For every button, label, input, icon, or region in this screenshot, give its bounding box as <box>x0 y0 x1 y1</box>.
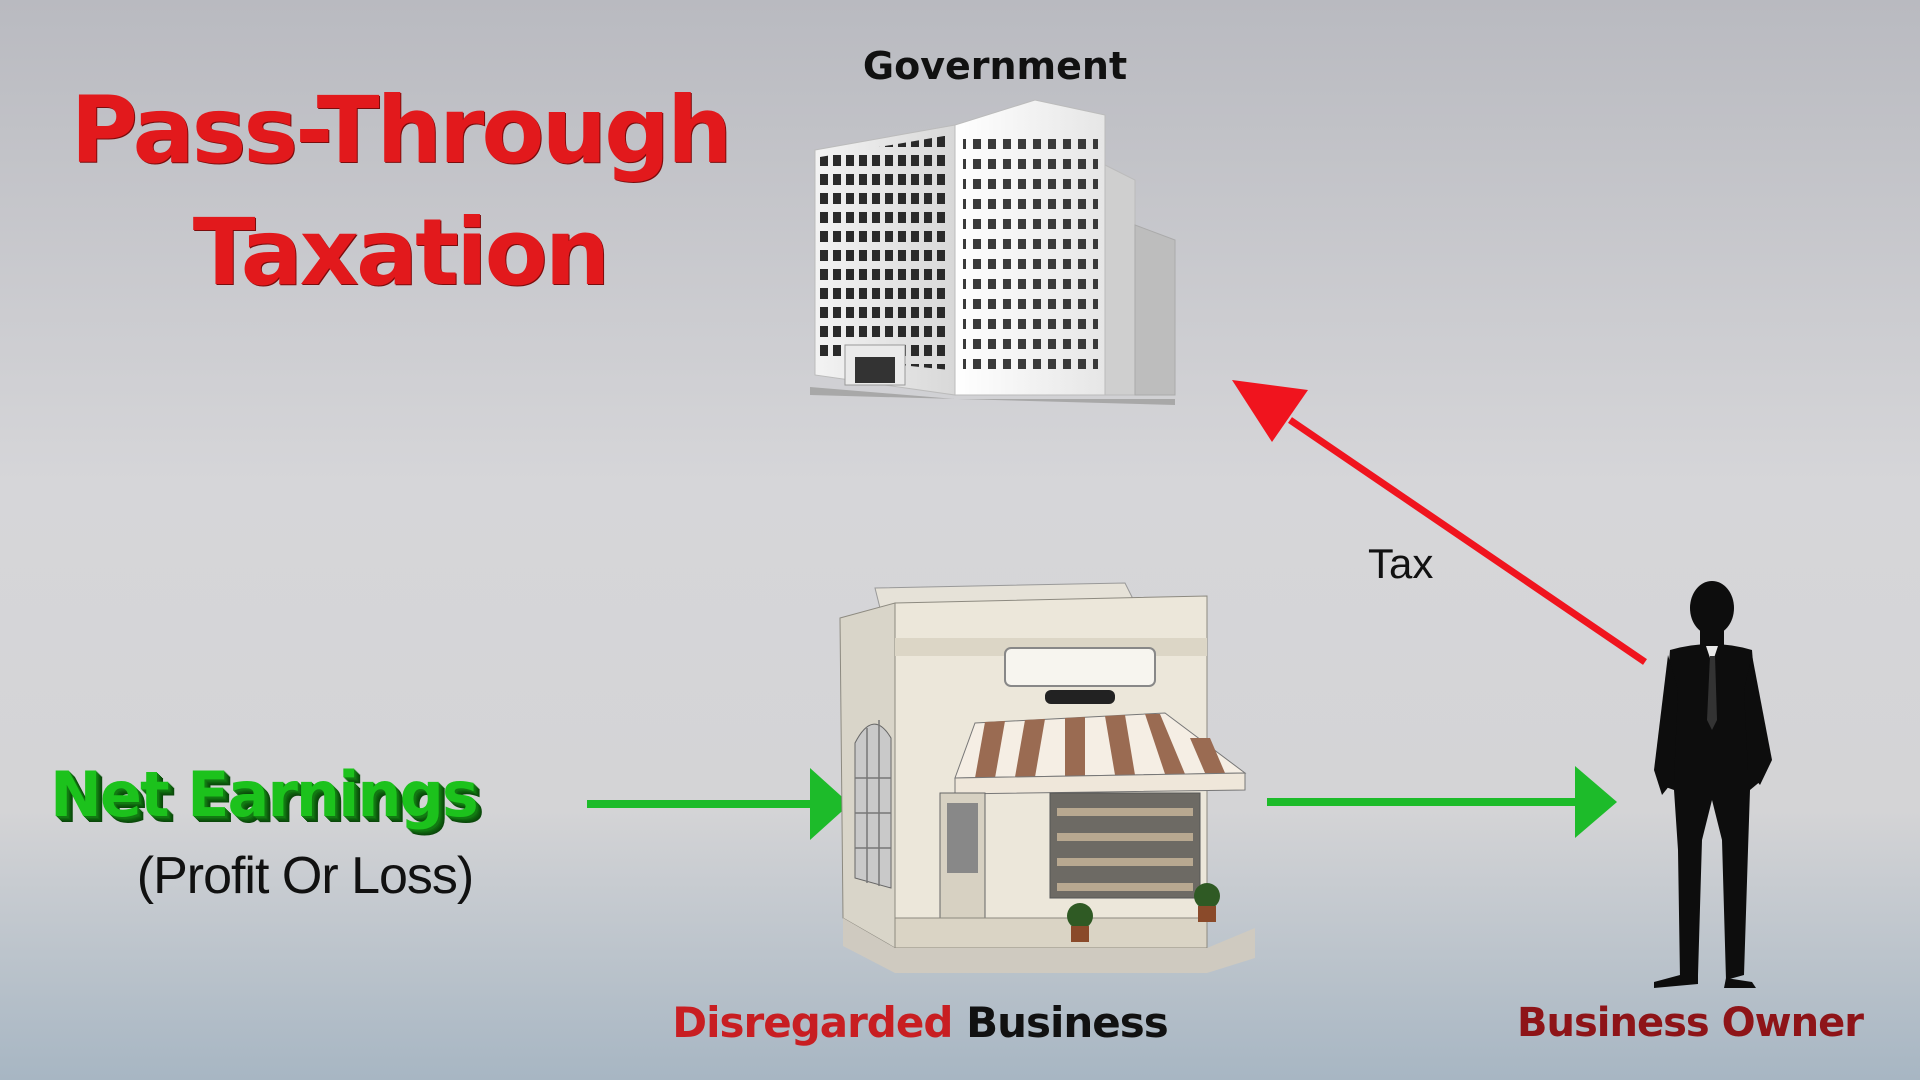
net-earnings-label: Net Earnings <box>50 758 479 831</box>
government-label: Government <box>862 44 1128 88</box>
government-building-icon <box>810 99 1176 405</box>
earnings-to-business-arrow <box>587 768 850 840</box>
business-owner-label: Business Owner <box>1517 1000 1864 1046</box>
title-line-1: Pass-Through <box>70 77 733 184</box>
businessman-silhouette-icon <box>1654 581 1772 988</box>
title-line-2: Taxation <box>192 199 611 306</box>
disregarded-business-label: Disregarded Business <box>640 998 1200 1047</box>
page-title: Pass-Through Taxation <box>40 70 760 314</box>
tax-arrow <box>1232 380 1647 665</box>
business-to-owner-arrow <box>1267 766 1617 838</box>
profit-or-loss-label: (Profit Or Loss) <box>136 847 475 905</box>
disregarded-label: Disregarded <box>672 998 953 1047</box>
tax-label: Tax <box>1368 540 1434 587</box>
business-label: Business <box>966 998 1169 1047</box>
storefront-icon <box>839 582 1255 973</box>
